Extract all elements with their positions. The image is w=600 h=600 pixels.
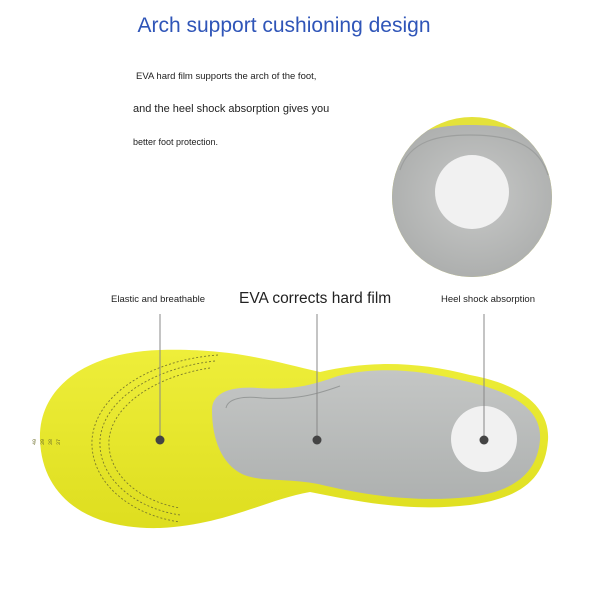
svg-text:39: 39	[40, 439, 46, 445]
callout-dot-heel	[479, 435, 489, 445]
insole: 40 39 38 37	[32, 349, 549, 529]
callout-label-heel: Heel shock absorption	[441, 294, 535, 305]
svg-text:38: 38	[48, 439, 54, 445]
description-line-3: better foot protection.	[133, 137, 219, 147]
svg-text:37: 37	[56, 439, 62, 445]
toe-stitch-2	[99, 360, 216, 516]
page-title: Arch support cushioning design	[137, 14, 431, 37]
eva-hard-film	[212, 370, 541, 499]
callout-dot-eva	[312, 435, 322, 445]
toe-stitch-1	[91, 354, 219, 523]
size-marks: 40 39 38 37	[32, 439, 62, 445]
toe-stitch-3	[108, 367, 211, 509]
callout-label-elastic: Elastic and breathable	[111, 294, 206, 305]
callout-label-eva: EVA corrects hard film	[239, 290, 392, 307]
callout-dot-elastic	[155, 435, 165, 445]
callouts	[155, 314, 489, 445]
description-line-1: EVA hard film supports the arch of the f…	[136, 71, 317, 82]
svg-text:40: 40	[32, 439, 38, 445]
heel-zoom-circle	[392, 117, 552, 277]
description-line-2: and the heel shock absorption gives you	[133, 103, 330, 115]
eva-film-edge	[225, 385, 341, 409]
heel-pad-zoom	[435, 155, 509, 229]
